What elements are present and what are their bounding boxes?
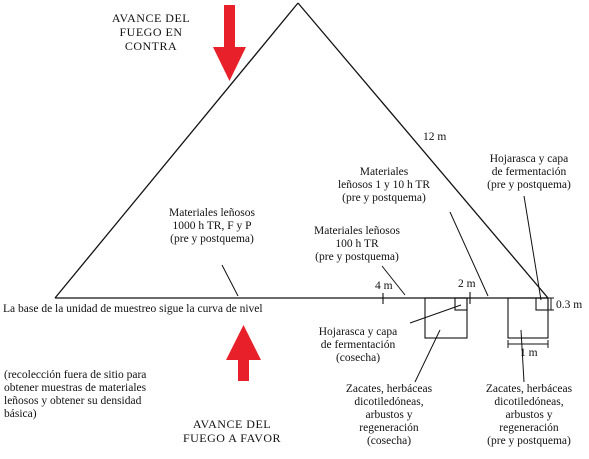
label-tick-2m: 2 m [458,278,476,290]
arrow-fire-favor-icon [226,325,261,381]
label-dim-1m: 1 m [520,347,538,359]
label-side-12m: 12 m [423,131,447,143]
arrow-fire-against-icon [213,5,246,81]
label-offsite-note: (recolección fuera de sitio para obtener… [4,369,147,420]
leader-grass-pre-post [520,329,525,383]
leader-grass-harvest [414,329,441,383]
label-litter-pre-post: Hojarasca y capa de fermentación (pre y … [487,153,571,191]
label-woody-1000: Materiales leñosos 1000 h TR, F y P (pre… [169,207,255,245]
quadrat-pre-post [507,297,549,339]
leader-woody-1000 [221,264,239,297]
label-woody-1-10: Materiales leñosos 1 y 10 h TR (pre y po… [337,166,431,204]
label-tick-4m: 4 m [375,280,393,292]
subquadrat-harvest [454,297,468,311]
label-grass-harvest: Zacates, herbáceas dicotiledóneas, arbus… [345,383,433,447]
leader-litter-pre-post [523,195,542,301]
leader-woody-1-10 [449,211,489,297]
label-baseline: La base de la unidad de muestreo sigue l… [3,303,263,315]
leader-litter-harvest [409,304,462,324]
label-fire-against: AVANCE DEL FUEGO EN CONTRA [111,11,191,53]
leader-woody-100 [381,265,406,296]
triangle-left-side [54,2,299,299]
subquadrat-pre-post [535,297,549,311]
label-woody-100: Materiales leñosos 100 h TR (pre y postq… [314,225,400,263]
label-grass-pre-post: Zacates, herbáceas dicotiledóneas, arbus… [485,383,573,447]
label-litter-harvest: Hojarasca y capa de fermentación (cosech… [318,326,398,364]
label-fire-favor: AVANCE DEL FUEGO A FAVOR [182,417,282,445]
triangle-right-side [297,2,549,299]
label-dim-03m: 0.3 m [556,299,583,311]
quadrat-harvest [424,297,468,339]
